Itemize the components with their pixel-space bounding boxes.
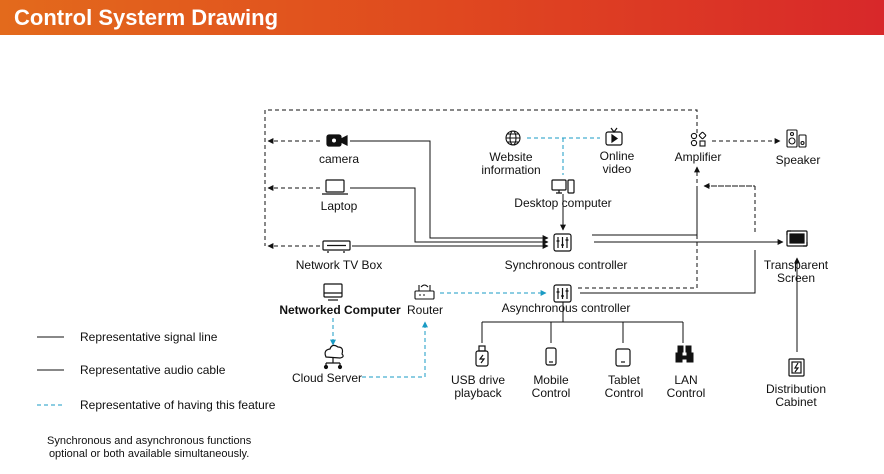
link-sync-amplifier (592, 188, 698, 236)
label-lan-control: LAN Control (666, 373, 706, 400)
solid-links (37, 140, 800, 371)
lan-icon (675, 345, 694, 363)
label-asynchronous-controller: Asynchronous controller (501, 301, 631, 315)
label-website-information: Website information (481, 150, 541, 177)
label-transparent-screen: Transparent Screen (763, 258, 829, 285)
legend-feature-text: Representative of having this feature (80, 398, 276, 412)
link-laptop-sync (350, 187, 549, 245)
label-usb-drive-playback: USB drive playback (450, 373, 506, 400)
async-controller-icon (553, 284, 572, 303)
link-cloud-router (362, 321, 428, 378)
screen-icon (786, 230, 808, 247)
networked-computer-icon (323, 283, 343, 301)
cloud-server-icon (323, 344, 344, 370)
camera-icon (326, 134, 348, 147)
usb-drive-icon (475, 345, 489, 367)
globe-icon (505, 130, 521, 146)
link-async-screen (580, 250, 756, 294)
tv-box-icon (322, 240, 351, 253)
label-amplifier: Amplifier (674, 150, 722, 164)
label-synchronous-controller: Synchronous controller (504, 258, 628, 272)
label-tablet-control: Tablet Control (604, 373, 644, 400)
laptop-icon (322, 179, 348, 195)
label-networked-computer: Networked Computer (279, 303, 401, 317)
label-network-tv-box: Network TV Box (295, 258, 383, 272)
label-laptop: Laptop (320, 199, 358, 213)
tablet-icon (615, 348, 631, 367)
footnote: Synchronous and asynchronous functions o… (47, 435, 252, 460)
label-speaker: Speaker (775, 153, 821, 167)
link-async-tree (481, 302, 684, 343)
legend-audio-cable-text: Representative audio cable (80, 363, 226, 377)
router-icon (414, 284, 435, 300)
label-mobile-control: Mobile Control (531, 373, 571, 400)
label-camera: camera (318, 152, 360, 166)
distribution-cabinet-icon (788, 358, 805, 377)
mobile-phone-icon (545, 347, 557, 366)
legend-signal-line-text: Representative signal line (80, 330, 218, 344)
label-cloud-server: Cloud Server (291, 371, 363, 385)
label-desktop-computer: Desktop computer (514, 196, 612, 210)
label-distribution-cabinet: Distribution Cabinet (765, 382, 827, 409)
feature-links (37, 137, 600, 406)
video-icon (605, 127, 623, 146)
link-screen-amplifier (703, 183, 756, 232)
sync-controller-icon (553, 233, 572, 252)
amplifier-icon (690, 131, 707, 147)
link-camera-sync (350, 140, 549, 241)
speaker-icon (786, 129, 807, 148)
label-online-video: Online video (599, 149, 635, 176)
label-router: Router (406, 303, 444, 317)
link-amplifier-loop (264, 109, 698, 246)
page-title: Control Systerm Drawing (14, 5, 279, 30)
title-banner: Control Systerm Drawing (0, 0, 884, 35)
desktop-computer-icon (551, 179, 575, 194)
